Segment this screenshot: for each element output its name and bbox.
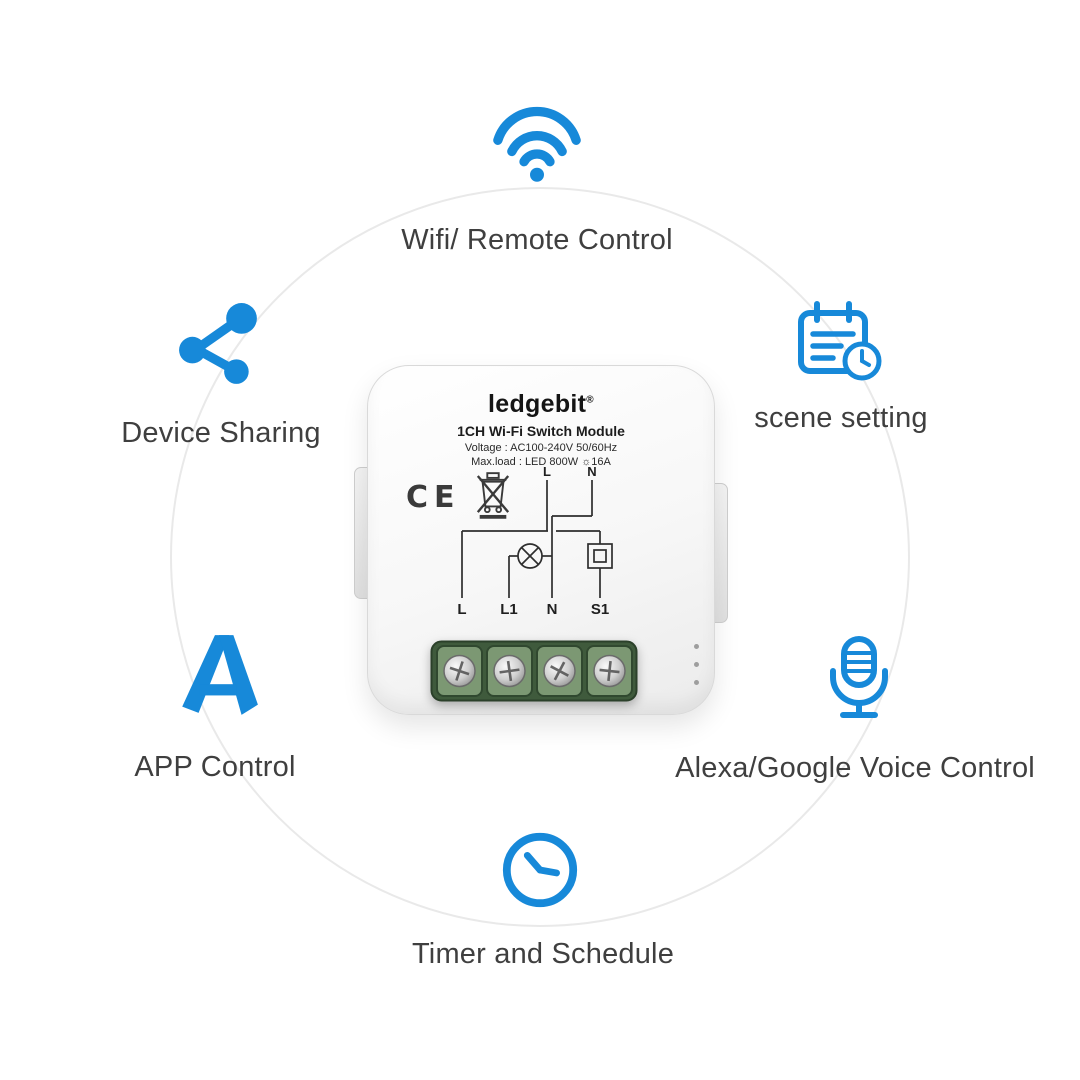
brand-name: ledgebit: [488, 390, 587, 418]
terminal-block: [430, 640, 638, 702]
share-nodes-icon: [176, 302, 262, 388]
device-voltage-text: Voltage : AC100-240V 50/60Hz: [464, 442, 618, 454]
diagram-top-terminal-n: N: [587, 466, 596, 479]
connecting-ring: [170, 187, 910, 927]
device-body: ledgebit® 1CH Wi-Fi Switch Module Voltag…: [367, 365, 715, 715]
status-dot: [694, 680, 699, 685]
terminal-label-s1: S1: [591, 601, 609, 618]
calendar-clock-icon: [796, 300, 884, 384]
status-dot: [694, 644, 699, 649]
microphone-icon: [821, 634, 897, 724]
feature-label-timer: Timer and Schedule: [411, 938, 675, 970]
brand-logo: ledgebit®: [368, 390, 714, 419]
ce-mark: CE: [406, 480, 461, 515]
terminal-label-l: L: [457, 601, 466, 618]
diagram-top-terminal-l: L: [543, 466, 551, 479]
design-a-icon: [172, 633, 262, 719]
feature-label-wifi: Wifi/ Remote Control: [401, 224, 673, 256]
switch-module-device: ledgebit® 1CH Wi-Fi Switch Module Voltag…: [354, 365, 728, 715]
feature-label-scene: scene setting: [754, 402, 928, 434]
device-maxload-text: Max.load : LED 800W ☼16A: [471, 456, 611, 468]
feature-label-sharing: Device Sharing: [121, 417, 321, 449]
device-model-text: 1CH Wi-Fi Switch Module: [457, 423, 625, 439]
terminal-label-l1: L1: [500, 601, 518, 618]
status-indicator-dots: [694, 644, 699, 698]
clock-icon: [499, 829, 581, 911]
wiring-diagram: L N L L1 N S1: [457, 466, 613, 618]
feature-label-app: APP Control: [134, 751, 296, 783]
feature-label-voice: Alexa/Google Voice Control: [675, 752, 1035, 784]
terminal-screws: [443, 654, 626, 688]
terminal-label-n: N: [547, 601, 558, 618]
weee-bin-icon: [476, 472, 510, 519]
wifi-icon: [488, 103, 586, 185]
registered-mark: ®: [586, 394, 594, 406]
status-dot: [694, 662, 699, 667]
